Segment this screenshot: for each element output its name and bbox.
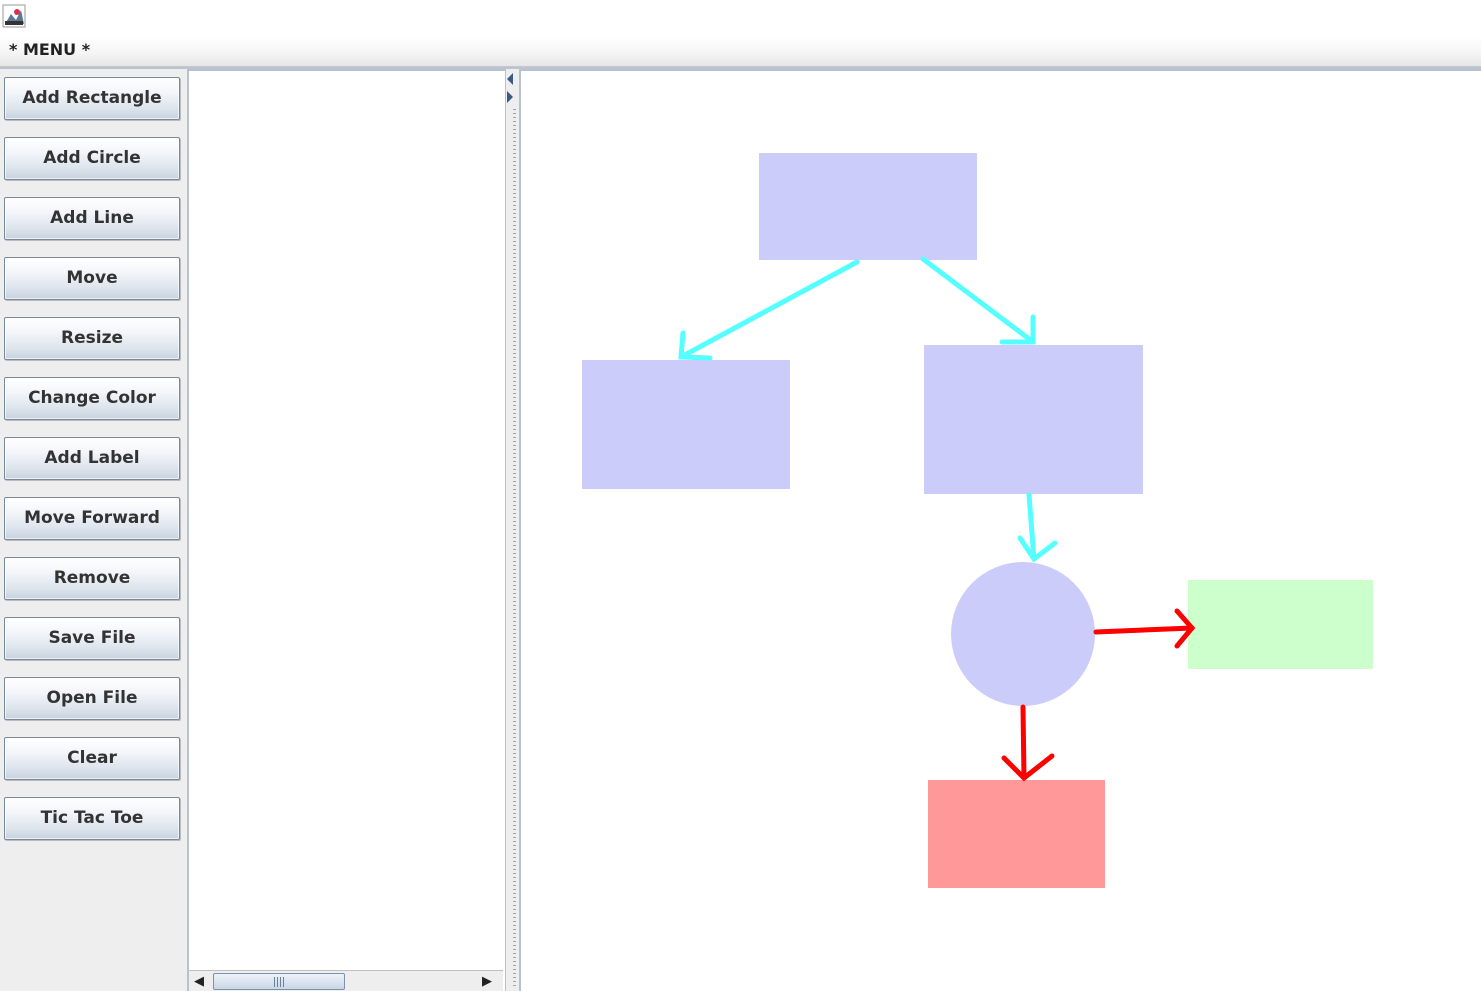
tool-button-panel: Add Rectangle Add Circle Add Line Move R… <box>0 69 187 991</box>
split-pane-divider[interactable] <box>505 69 519 991</box>
arrow-top-to-right[interactable] <box>920 256 1036 345</box>
arrow-right-to-circle[interactable] <box>1017 492 1058 563</box>
resize-button[interactable]: Resize <box>4 317 180 360</box>
clear-button[interactable]: Clear <box>4 737 180 780</box>
canvas-drawing <box>582 153 1373 888</box>
menu-bar-divider <box>0 67 1481 69</box>
scroll-left-icon[interactable]: ◀ <box>189 971 209 991</box>
drawing-canvas[interactable] <box>519 69 1481 991</box>
collapse-right-icon[interactable] <box>507 91 513 103</box>
title-bar <box>0 0 1481 36</box>
rectangle-shape-right[interactable] <box>924 345 1143 494</box>
add-label-button[interactable]: Add Label <box>4 437 180 480</box>
horizontal-scrollbar[interactable]: ◀ ▶ <box>189 970 503 991</box>
circle-shape[interactable] <box>951 562 1095 706</box>
grip-icon <box>274 977 284 987</box>
add-line-button[interactable]: Add Line <box>4 197 180 240</box>
rectangle-shape-green[interactable] <box>1188 580 1373 669</box>
menu-item-main[interactable]: * MENU * <box>9 40 91 59</box>
add-circle-button[interactable]: Add Circle <box>4 137 180 180</box>
rectangle-shape-top[interactable] <box>759 153 977 260</box>
move-forward-button[interactable]: Move Forward <box>4 497 180 540</box>
divider-grip-icon <box>513 109 516 989</box>
java-app-icon <box>2 4 26 28</box>
collapse-left-icon[interactable] <box>507 73 513 85</box>
shape-list-panel[interactable] <box>187 69 505 991</box>
save-file-button[interactable]: Save File <box>4 617 180 660</box>
add-rectangle-button[interactable]: Add Rectangle <box>4 77 180 120</box>
open-file-button[interactable]: Open File <box>4 677 180 720</box>
menu-bar: * MENU * <box>0 36 1481 67</box>
scroll-right-icon[interactable]: ▶ <box>477 971 497 991</box>
rectangle-shape-left[interactable] <box>582 360 790 489</box>
arrow-top-to-left[interactable] <box>678 259 860 361</box>
arrow-circle-to-green[interactable] <box>1093 608 1196 649</box>
scrollbar-thumb[interactable] <box>213 973 345 990</box>
remove-button[interactable]: Remove <box>4 557 180 600</box>
move-button[interactable]: Move <box>4 257 180 300</box>
tic-tac-toe-button[interactable]: Tic Tac Toe <box>4 797 180 840</box>
arrow-circle-to-red[interactable] <box>1001 704 1055 782</box>
rectangle-shape-red[interactable] <box>928 780 1105 888</box>
change-color-button[interactable]: Change Color <box>4 377 180 420</box>
